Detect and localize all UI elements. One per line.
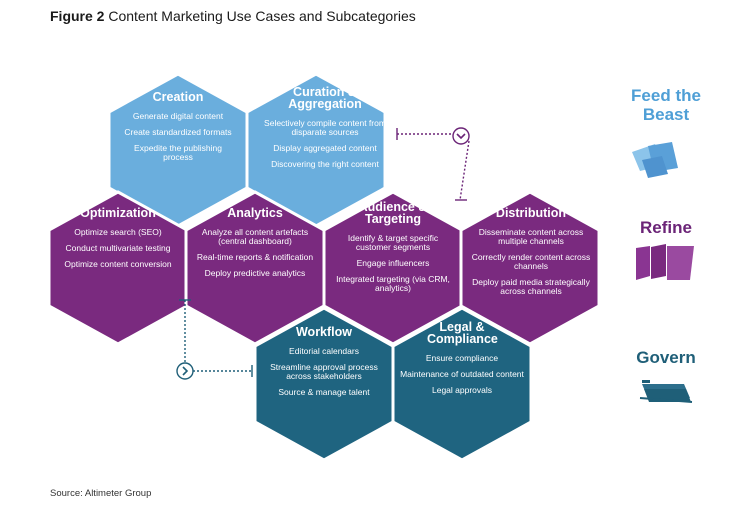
hex-item: Real-time reports & notification xyxy=(196,252,314,262)
hex-item: Identify & target specific customer segm… xyxy=(347,233,439,252)
hex-title: Workflow xyxy=(295,325,353,339)
hex-curation: Curation & Aggregation Selectively compi… xyxy=(262,86,388,176)
hex-item: Editorial calendars xyxy=(289,346,359,356)
chevron-down-icon xyxy=(452,127,470,145)
hex-item: Streamline approval process across stake… xyxy=(270,362,378,381)
hex-item: Ensure compliance xyxy=(425,353,499,363)
hex-item: Correctly render content across channels xyxy=(471,252,591,271)
hex-title: Analytics xyxy=(227,206,283,220)
hex-item: Analyze all content artefacts (central d… xyxy=(201,227,309,246)
hexagon-legal xyxy=(391,306,533,462)
hex-distribution: Distribution Disseminate content across … xyxy=(470,207,592,303)
hex-title: Legal & Compliance xyxy=(427,320,498,346)
hex-item: Integrated targeting (via CRM, analytics… xyxy=(336,274,450,293)
hex-item: Deploy paid media strategically across c… xyxy=(472,277,590,296)
hex-item: Source & manage talent xyxy=(278,387,370,397)
hex-item: Deploy predictive analytics xyxy=(204,268,306,278)
legend-govern-label: Govern xyxy=(636,348,696,367)
hex-item: Optimize content conversion xyxy=(64,259,172,269)
figure-number: Figure 2 xyxy=(50,8,105,24)
stacked-papers-icon xyxy=(632,142,678,178)
hex-item: Conduct multivariate testing xyxy=(65,243,171,253)
hex-item: Selectively compile content from dispara… xyxy=(264,118,386,137)
legend-refine-label: Refine xyxy=(640,218,692,237)
figure-title-text: Content Marketing Use Cases and Subcateg… xyxy=(108,8,416,24)
hex-item: Engage influencers xyxy=(356,258,430,268)
hex-optimization: Optimization Optimize search (SEO) Condu… xyxy=(60,207,176,276)
document-stack-icon xyxy=(639,380,693,403)
hex-item: Optimize search (SEO) xyxy=(74,227,162,237)
hex-creation: Creation Generate digital content Create… xyxy=(122,91,234,169)
hex-title: Creation xyxy=(152,90,204,104)
hex-title: Distribution xyxy=(495,206,567,220)
hex-item: Expedite the publishing process xyxy=(134,143,222,162)
hex-legal: Legal & Compliance Ensure compliance Mai… xyxy=(400,321,524,402)
hex-item: Legal approvals xyxy=(431,385,492,395)
source-note: Source: Altimeter Group xyxy=(50,488,152,499)
figure-title: Figure 2 Content Marketing Use Cases and… xyxy=(50,8,416,24)
hex-item: Create standardized formats xyxy=(124,127,232,137)
hex-item: Disseminate content across multiple chan… xyxy=(478,227,584,246)
hex-item: Discovering the right content xyxy=(271,159,379,169)
chevron-right-icon xyxy=(176,362,194,380)
hex-item: Generate digital content xyxy=(132,111,224,121)
hex-item: Maintenance of outdated content xyxy=(400,369,524,379)
hex-workflow: Workflow Editorial calendars Streamline … xyxy=(262,326,386,404)
legend-feed-label: Feed the Beast xyxy=(631,86,701,124)
hex-title: Optimization xyxy=(80,206,156,220)
hex-title: Audience & Targeting xyxy=(358,200,428,226)
hex-audience: Audience & Targeting Identify & target s… xyxy=(332,201,454,300)
hex-item: Display aggregated content xyxy=(273,143,377,153)
connector-optimization-workflow xyxy=(179,299,253,377)
hex-analytics: Analytics Analyze all content artefacts … xyxy=(194,207,316,285)
hex-title: Curation & Aggregation xyxy=(288,85,362,111)
refine-pages-icon xyxy=(636,244,694,280)
connector-curation-distribution xyxy=(396,128,470,201)
